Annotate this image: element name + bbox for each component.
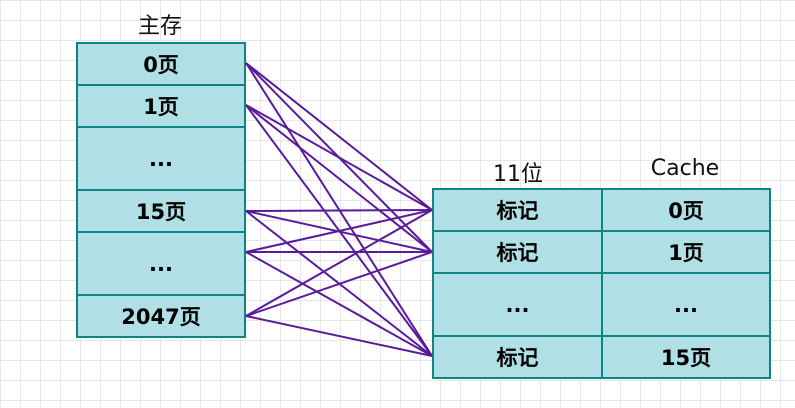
mapping-line [245,251,433,357]
main-memory-row-1: 1页 [76,84,246,128]
mapping-line [245,209,433,253]
mapping-line [245,104,433,211]
mapping-line [245,62,433,211]
tag-cell-1: 标记 [432,230,603,274]
main-memory-title: 主存 [137,14,182,39]
cache-page-cell-3: 15页 [601,335,771,379]
mapping-line [245,251,433,317]
tag-cell-0: 标记 [432,188,603,232]
cache-page-cell-0: 0页 [601,188,771,232]
main-memory-row-3: 15页 [76,189,246,233]
mapping-line [245,209,433,212]
tag-column-title: 11位 [493,162,543,187]
main-memory-row-0: 0页 [76,42,246,86]
cache-page-cell-2: ... [601,272,771,337]
mapping-line [245,315,433,357]
main-memory-row-5: 2047页 [76,294,246,338]
cache-column-title: Cache [650,156,720,181]
cache-page-cell-1: 1页 [601,230,771,274]
mapping-line [245,209,433,317]
